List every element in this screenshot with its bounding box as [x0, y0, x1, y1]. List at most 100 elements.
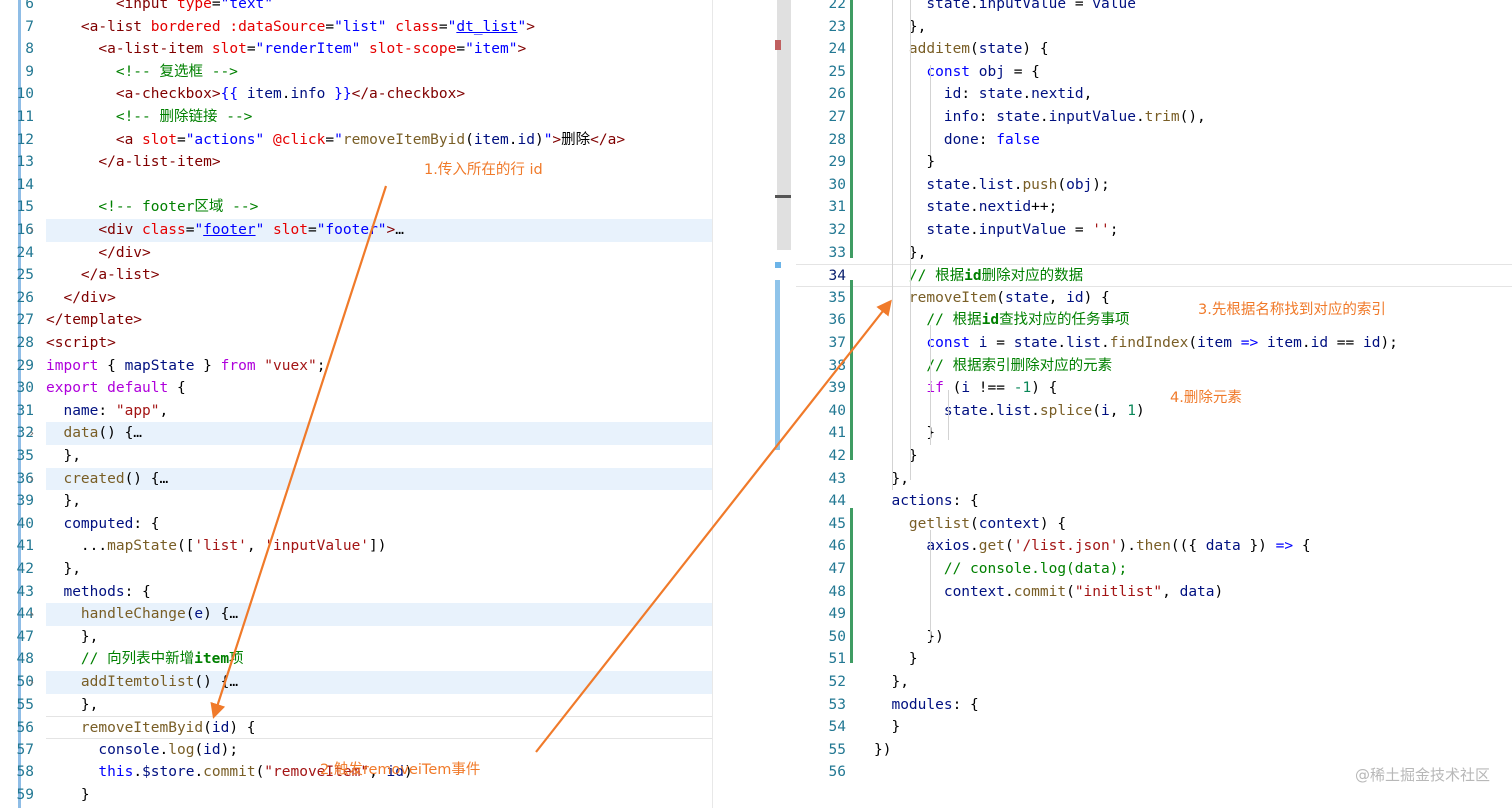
code-line[interactable]: 6 <input type="text" [25, 0, 712, 16]
code-text[interactable]: addItemtolist() {… [80, 674, 239, 690]
code-text[interactable]: </div> [98, 244, 151, 261]
code-text[interactable]: <script> [46, 335, 116, 351]
code-text[interactable]: }, [46, 448, 81, 464]
code-line[interactable]: 10 <a-checkbox>{{ item.info }}</a-checkb… [17, 83, 712, 106]
code-line[interactable]: 56 [796, 761, 1512, 784]
code-line[interactable]: 36 // 根据id查找对应的任务事项 [796, 309, 1512, 332]
code-text[interactable]: }, [46, 561, 81, 577]
fold-chevron-icon[interactable]: › [28, 223, 36, 237]
code-line[interactable]: 41 } [796, 422, 1512, 445]
code-line[interactable]: 44› handleChange(e) {… [17, 603, 712, 626]
code-text[interactable]: this.$store.commit("removeItem", id) [98, 764, 413, 781]
code-line[interactable]: 30 state.list.push(obj); [796, 174, 1512, 197]
code-text[interactable]: <div class="footer" slot="footer">… [98, 222, 404, 238]
code-text[interactable]: <!-- 复选框 --> [115, 63, 238, 80]
code-line[interactable]: 40 state.list.splice(i, 1) [796, 400, 1512, 423]
fold-chevron-icon[interactable]: › [28, 675, 36, 689]
code-line[interactable]: 23 }, [796, 16, 1512, 39]
code-line[interactable]: 9 <!-- 复选框 --> [25, 61, 712, 84]
code-line[interactable]: 47 // console.log(data); [796, 558, 1512, 581]
code-line[interactable]: 41 ...mapState(['list', 'inputValue']) [17, 535, 712, 558]
code-line[interactable]: 42 } [796, 445, 1512, 468]
code-text[interactable]: </template> [46, 312, 143, 329]
code-line[interactable]: 53 modules: { [796, 694, 1512, 717]
code-line[interactable]: 24 </div> [17, 242, 712, 265]
code-line[interactable]: 22 state.inputValue = value [796, 0, 1512, 16]
code-line[interactable]: 28<script> [17, 332, 712, 355]
code-text[interactable]: modules: { [891, 696, 979, 713]
code-text[interactable]: ...mapState(['list', 'inputValue']) [46, 538, 387, 555]
code-text[interactable]: } [874, 719, 901, 736]
code-text[interactable]: }, [46, 493, 81, 510]
code-line[interactable]: 7 <a-list bordered :dataSource="list" cl… [25, 16, 712, 39]
code-text[interactable]: }) [874, 741, 892, 758]
code-line[interactable]: 42 }, [17, 558, 712, 581]
code-line[interactable]: 16› <div class="footer" slot="footer">… [17, 219, 712, 242]
code-text[interactable]: console.log(id); [98, 741, 239, 758]
minimap-slider[interactable] [777, 0, 791, 250]
code-line[interactable]: 52 }, [796, 671, 1512, 694]
code-text[interactable]: state.nextid++; [926, 199, 1058, 216]
code-text[interactable]: // 根据id删除对应的数据 [908, 268, 1084, 285]
code-line[interactable]: 56 removeItemByid(id) { [17, 716, 712, 739]
code-line[interactable]: 35 removeItem(state, id) { [796, 287, 1512, 310]
code-text[interactable]: computed: { [63, 515, 160, 532]
code-text[interactable]: }, [874, 674, 909, 690]
code-line[interactable]: 40 computed: { [17, 513, 712, 536]
code-line[interactable]: 32 state.inputValue = ''; [796, 219, 1512, 242]
code-line[interactable]: 43 methods: { [17, 581, 712, 604]
code-line[interactable]: 8 <a-list-item slot="renderItem" slot-sc… [25, 38, 712, 61]
code-text[interactable]: state.list.push(obj); [926, 176, 1110, 193]
fold-chevron-icon[interactable]: › [28, 471, 36, 486]
code-text[interactable]: <a-checkbox>{{ item.info }}</a-checkbox> [115, 86, 466, 103]
code-text[interactable]: data() {… [63, 425, 143, 442]
code-text[interactable]: name: "app", [63, 402, 169, 419]
code-line[interactable]: 48 // 向列表中新增item项 [17, 648, 712, 671]
code-line[interactable]: 26 </div> [17, 287, 712, 310]
code-text[interactable]: } [874, 425, 936, 442]
code-line[interactable]: 25 </a-list> [17, 264, 712, 287]
code-text[interactable]: const obj = { [926, 63, 1040, 80]
code-text[interactable]: <!-- 删除链接 --> [115, 109, 253, 125]
code-text[interactable]: </a-list> [80, 267, 160, 284]
code-text[interactable]: done: false [943, 131, 1040, 148]
code-line[interactable]: 46 axios.get('/list.json').then(({ data … [796, 535, 1512, 558]
code-line[interactable]: 39 }, [17, 490, 712, 513]
code-line[interactable]: 12 <a slot="actions" @click="removeItemB… [17, 129, 712, 152]
code-text[interactable]: getlist(context) { [908, 515, 1067, 532]
code-text[interactable]: additem(state) { [908, 41, 1049, 58]
code-text[interactable]: } [874, 448, 918, 464]
code-line[interactable]: 32› data() {… [17, 422, 712, 445]
code-line[interactable]: 34 // 根据id删除对应的数据 [796, 264, 1512, 287]
code-text[interactable]: export default { [46, 380, 186, 397]
code-text[interactable]: }) [874, 628, 944, 645]
code-line[interactable]: 58 this.$store.commit("removeItem", id) [17, 761, 712, 784]
code-line[interactable]: 38 // 根据索引删除对应的元素 [796, 355, 1512, 378]
code-text[interactable]: <a slot="actions" @click="removeItemByid… [115, 131, 626, 148]
code-line[interactable]: 37 const i = state.list.findIndex(item =… [796, 332, 1512, 355]
code-text[interactable]: } [874, 651, 918, 668]
code-text[interactable]: <!-- footer区域 --> [98, 199, 259, 216]
code-text[interactable]: if (i !== -1) { [926, 380, 1058, 397]
code-text[interactable]: // console.log(data); [943, 561, 1128, 577]
code-line[interactable]: 43 }, [796, 468, 1512, 491]
code-text[interactable]: removeItem(state, id) { [908, 289, 1110, 306]
code-line[interactable]: 31 name: "app", [17, 400, 712, 423]
code-text[interactable]: handleChange(e) {… [80, 606, 239, 623]
code-line[interactable]: 27 info: state.inputValue.trim(), [796, 106, 1512, 129]
code-line[interactable]: 59 } [17, 784, 712, 807]
code-text[interactable]: info: state.inputValue.trim(), [943, 109, 1206, 125]
code-line[interactable]: 44 actions: { [796, 490, 1512, 513]
code-line[interactable]: 49 [796, 603, 1512, 626]
code-text[interactable]: }, [874, 18, 927, 35]
code-line[interactable]: 13 </a-list-item> [17, 151, 712, 174]
code-line[interactable]: 11 <!-- 删除链接 --> [17, 106, 712, 129]
code-line[interactable]: 57 console.log(id); [17, 739, 712, 762]
code-text[interactable]: state.inputValue = ''; [926, 222, 1119, 238]
code-text[interactable]: } [874, 154, 936, 171]
code-line[interactable]: 45 getlist(context) { [796, 513, 1512, 536]
code-text[interactable]: import { mapState } from "vuex"; [46, 357, 326, 374]
